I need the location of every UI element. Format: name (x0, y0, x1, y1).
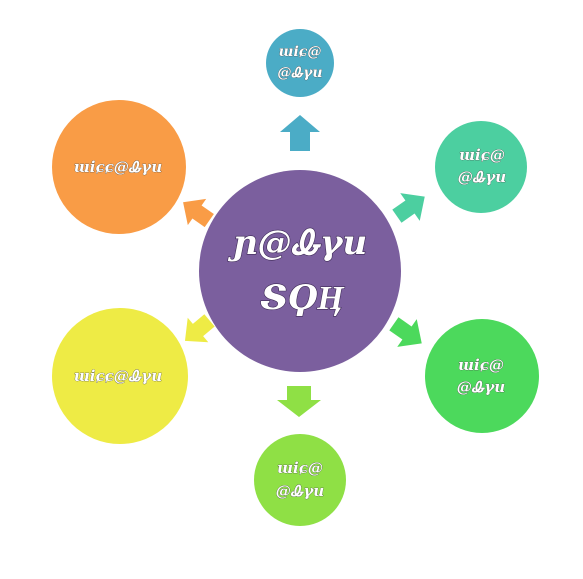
hub-circle (199, 170, 401, 372)
node-bottom-label-line2: @Ꮂγu (276, 482, 324, 500)
arrow-to-bottom (277, 386, 321, 417)
node-upper-right-label-line2: @Ꮂγu (458, 168, 506, 186)
node-bottom-label-line1: ɯiɕ@ (277, 459, 323, 477)
node-lower-right-circle (425, 319, 539, 433)
node-upper-right-label-line1: ɯiɕ@ (459, 146, 505, 164)
hub-label-line1: ɲ@Ꮂγu (228, 223, 367, 263)
node-top-label-line1: ɯiɕ@ (279, 44, 322, 60)
node-upper-left-circle (52, 100, 186, 234)
arrow-bottom-icon (277, 386, 321, 417)
hub-node[interactable]: ɲ@Ꮂγu ՏϘӉ (199, 170, 401, 372)
arrow-upper-right-icon (392, 193, 425, 223)
arrow-top-icon (280, 115, 320, 151)
arrow-lower-right-icon (389, 317, 422, 347)
arrow-to-top (280, 115, 320, 151)
node-upper-right[interactable]: ɯiɕ@ @Ꮂγu (435, 121, 527, 213)
node-bottom-circle (254, 434, 346, 526)
node-lower-right[interactable]: ɯiɕ@ @Ꮂγu (425, 319, 539, 433)
node-lower-right-label-line1: ɯiɕ@ (458, 356, 504, 374)
arrow-to-lower-left (184, 314, 215, 343)
hub-label-line2: ՏϘӉ (260, 278, 345, 318)
node-top[interactable]: ɯiɕ@ @Ꮂγu (266, 29, 334, 97)
node-lower-right-label-line2: @Ꮂγu (457, 378, 505, 396)
node-bottom[interactable]: ɯiɕ@ @Ꮂγu (254, 434, 346, 526)
node-lower-left[interactable]: ɯiɕɕ@Ꮂγu (52, 308, 188, 444)
node-lower-left-circle (52, 308, 188, 444)
node-upper-right-circle (435, 121, 527, 213)
arrow-to-lower-right (389, 317, 422, 347)
arrow-to-upper-left (183, 198, 214, 228)
node-upper-left-label: ɯiɕɕ@Ꮂγu (74, 158, 162, 176)
node-lower-left-label: ɯiɕɕ@Ꮂγu (74, 367, 162, 385)
node-upper-left[interactable]: ɯiɕɕ@Ꮂγu (52, 100, 186, 234)
arrow-upper-left-icon (183, 198, 214, 228)
node-top-label-line2: @Ꮂγu (277, 65, 322, 81)
arrow-lower-left-icon (184, 314, 215, 343)
node-top-circle (266, 29, 334, 97)
arrow-to-upper-right (392, 193, 425, 223)
